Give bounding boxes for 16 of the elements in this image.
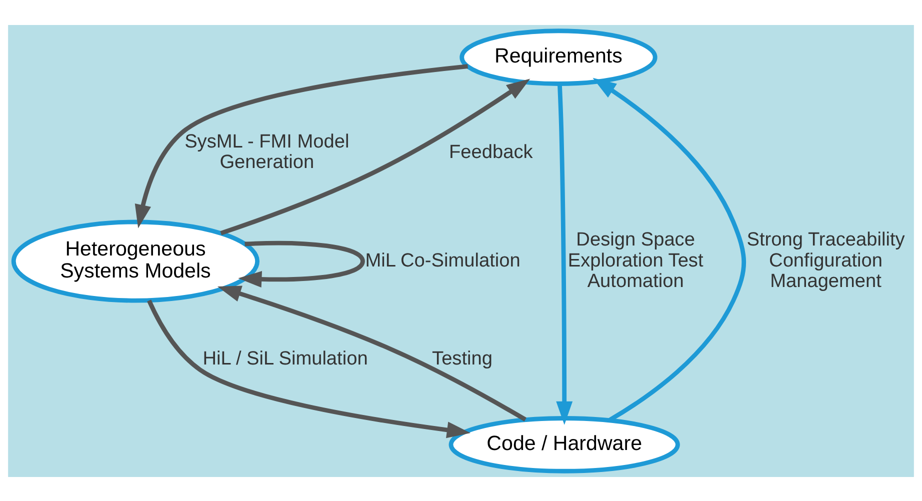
arrow (217, 285, 526, 421)
edge-label: HiL / SiL Simulation (202, 348, 368, 369)
arrow (238, 240, 365, 287)
edge-label: SysML - FMI Model Generation (184, 130, 350, 173)
edge-label: MiL Co-Simulation (365, 250, 520, 271)
node-ellipse: Code / Hardware (448, 416, 680, 473)
edge-label: Testing (432, 348, 492, 369)
arrow (134, 64, 468, 228)
edge-label: Strong Traceability Configuration Management (746, 229, 905, 292)
arrow (220, 78, 530, 235)
edge-label: Feedback (449, 141, 533, 162)
node-ellipse: Requirements (460, 28, 658, 86)
arrow (147, 299, 470, 438)
edge-label: Design Space Exploration Test Automation (568, 229, 704, 292)
arrow (556, 83, 573, 424)
arrow (592, 77, 746, 422)
